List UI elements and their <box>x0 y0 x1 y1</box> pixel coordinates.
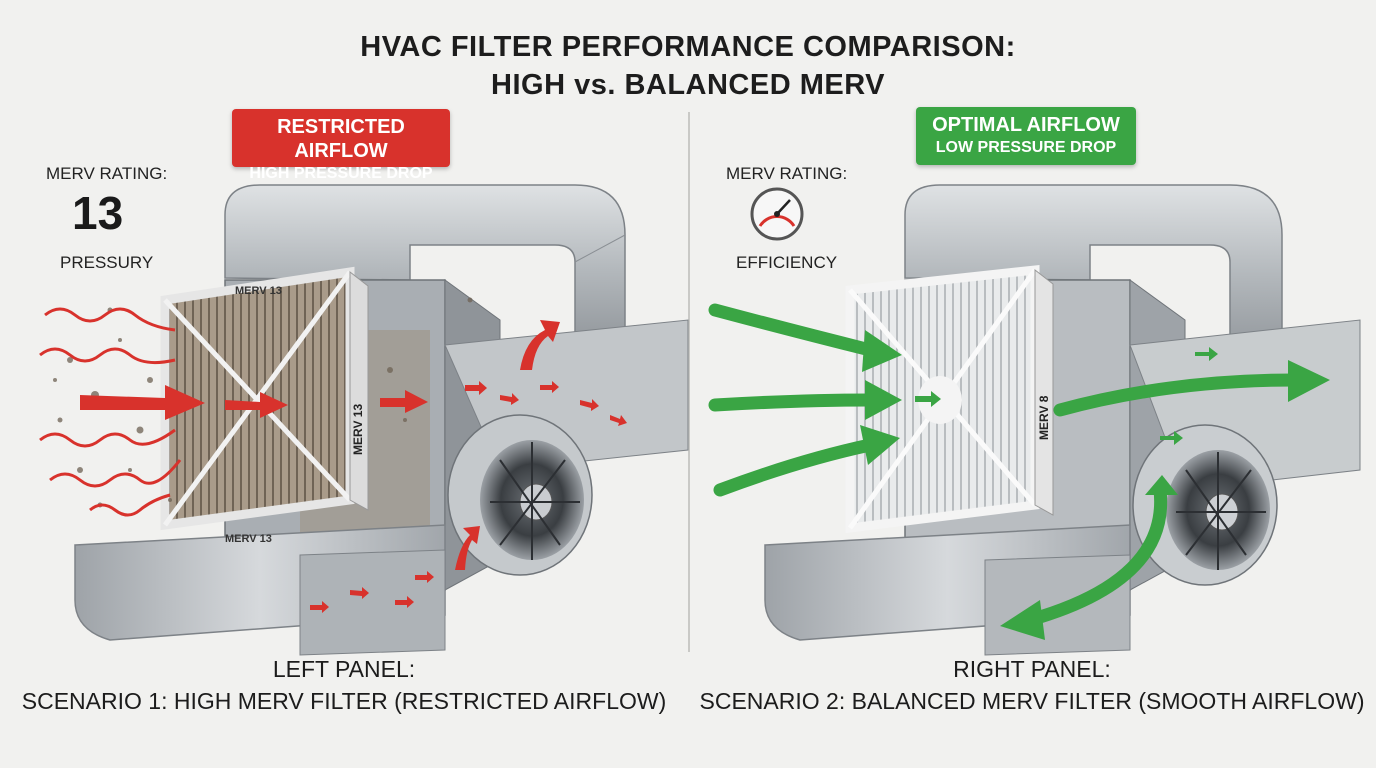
diagram-title: HVAC FILTER PERFORMANCE COMPARISON: HIGH… <box>0 28 1376 104</box>
dust-particles <box>53 297 473 508</box>
left-blower-fan <box>447 414 593 576</box>
restricted-badge-subtitle: HIGH PRESSURE DROP <box>249 165 433 182</box>
left-filter-front-label: MERV 13 <box>235 285 282 297</box>
panel-divider <box>688 112 690 652</box>
left-caption-line-1: LEFT PANEL: <box>272 656 416 682</box>
optimal-badge-title: OPTIMAL AIRFLOW <box>932 114 1120 136</box>
right-filter: MERV 8 <box>845 264 1054 534</box>
left-panel-caption: LEFT PANEL: SCENARIO 1: HIGH MERV FILTER… <box>0 653 688 717</box>
left-small-arrows <box>310 381 627 613</box>
left-restricted-arrows <box>39 307 182 517</box>
pressure-gauge-icon <box>750 187 804 241</box>
left-main-arrow <box>80 320 560 570</box>
restricted-airflow-badge: RESTRICTED AIRFLOW HIGH PRESSURE DROP <box>232 109 450 182</box>
title-line-2: HIGH vs. BALANCED MERV <box>491 69 885 101</box>
title-line-1: HVAC FILTER PERFORMANCE COMPARISON: <box>360 31 1016 63</box>
restricted-badge-title: RESTRICTED AIRFLOW <box>277 116 405 162</box>
right-upper-duct <box>904 184 1283 367</box>
right-caption-line-2: SCENARIO 2: BALANCED MERV FILTER (SMOOTH… <box>699 688 1365 714</box>
left-filter: MERV 13 MERV 13 MERV 13 <box>160 266 369 545</box>
left-merv-rating-label: MERV RATING: <box>46 164 168 183</box>
right-hvac-unit: MERV 8 <box>708 184 1361 656</box>
right-merv-rating-label: MERV RATING: <box>726 164 848 183</box>
right-filter-side-label: MERV 8 <box>1037 395 1051 440</box>
optimal-badge-subtitle: LOW PRESSURE DROP <box>935 139 1117 156</box>
right-panel-caption: RIGHT PANEL: SCENARIO 2: BALANCED MERV F… <box>688 653 1376 717</box>
left-caption-line-2: SCENARIO 1: HIGH MERV FILTER (RESTRICTED… <box>21 688 667 714</box>
optimal-airflow-badge: OPTIMAL AIRFLOW LOW PRESSURE DROP <box>916 107 1136 165</box>
left-merv-rating-value: 13 <box>72 187 124 239</box>
left-pressure-label: PRESSURY <box>60 253 154 272</box>
right-efficiency-label: EFFICIENCY <box>736 253 838 272</box>
right-blower-fan <box>1132 424 1278 586</box>
right-arrow-heads <box>860 330 1330 640</box>
left-hvac-unit: MERV 13 MERV 13 MERV 13 <box>39 184 689 656</box>
left-filter-bottom-label: MERV 13 <box>225 533 272 545</box>
right-smooth-arrows <box>708 303 1302 627</box>
right-caption-line-1: RIGHT PANEL: <box>953 656 1111 682</box>
left-upper-duct <box>224 184 626 357</box>
left-filter-side-label: MERV 13 <box>351 404 365 455</box>
